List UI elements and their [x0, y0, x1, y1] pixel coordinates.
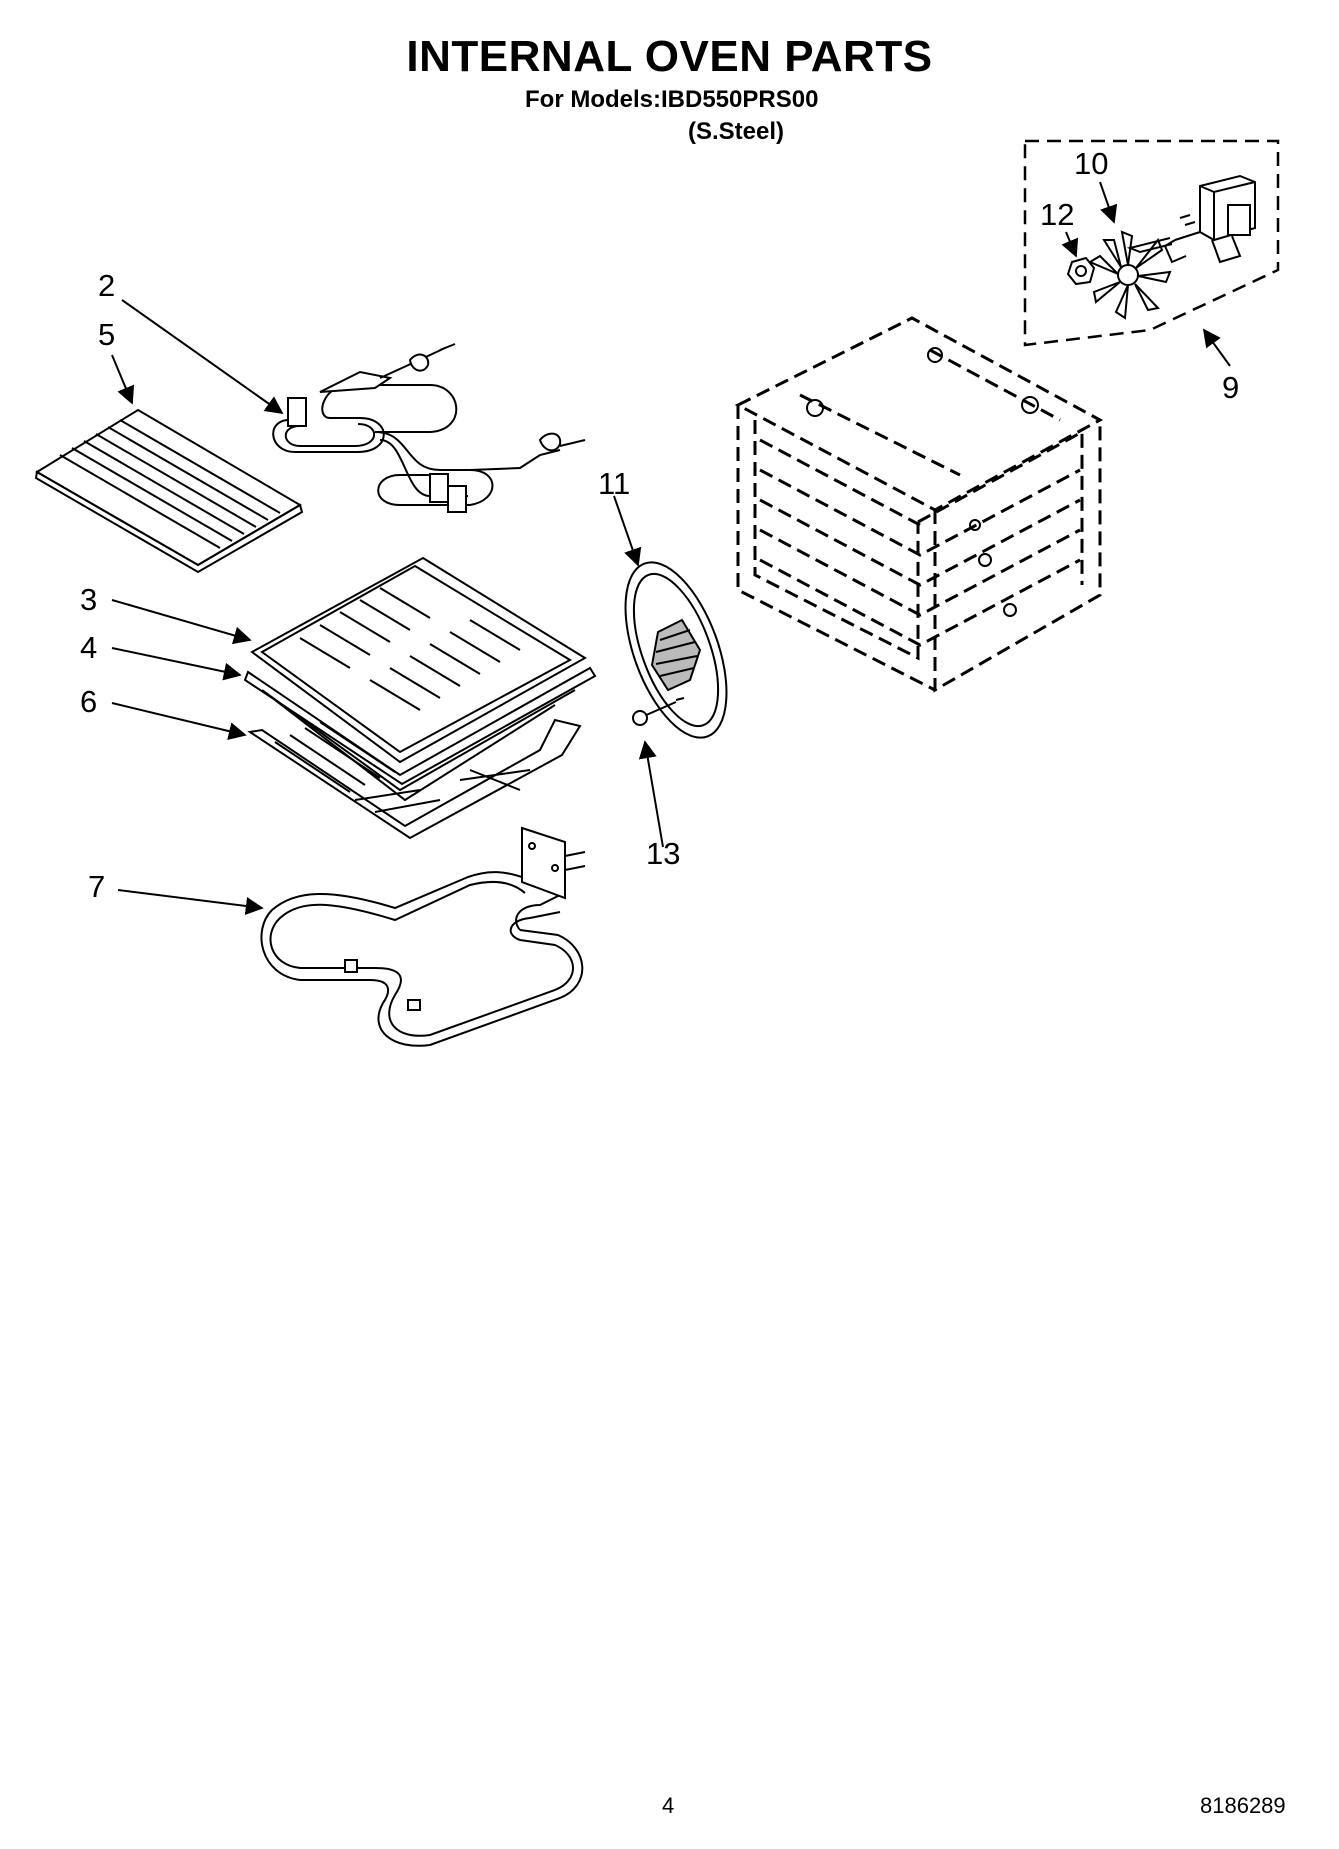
part-3-broiler-pan-grid [250, 556, 587, 764]
part-9-fan-motor-group [1023, 139, 1280, 347]
leader-lines [111, 181, 1231, 915]
callout-6: 6 [80, 684, 97, 719]
callout-10: 10 [1074, 146, 1108, 181]
part-10-fan-blade [1087, 230, 1172, 320]
callout-7: 7 [88, 869, 105, 904]
part-7-bake-element [260, 826, 586, 1047]
oven-cavity [734, 316, 1104, 693]
callout-11: 11 [598, 466, 630, 501]
model-number: For Models:IBD550PRS00 [525, 86, 819, 113]
callout-2: 2 [98, 268, 115, 303]
callout-12: 12 [1040, 197, 1074, 232]
part-6-oven-rack [247, 718, 582, 840]
callout-13: 13 [646, 836, 680, 871]
callout-5: 5 [98, 317, 115, 352]
callout-9: 9 [1222, 370, 1239, 405]
part-12-nut [1066, 256, 1096, 286]
part-4-broiler-pan [243, 666, 597, 802]
part-5-baffle [34, 408, 304, 574]
callout-4: 4 [80, 630, 97, 665]
oven-cavity-details [806, 347, 1039, 617]
fan-motor [1126, 174, 1256, 264]
part-11-fan-cover [624, 561, 728, 739]
part-2-broil-element [272, 343, 586, 513]
part-13-screw [632, 697, 685, 726]
callout-3: 3 [80, 582, 97, 617]
model-finish: (S.Steel) [688, 118, 785, 145]
document-number: 8186289 [1200, 1793, 1286, 1818]
page-number: 4 [662, 1793, 675, 1818]
page-title: INTERNAL OVEN PARTS [406, 32, 933, 81]
